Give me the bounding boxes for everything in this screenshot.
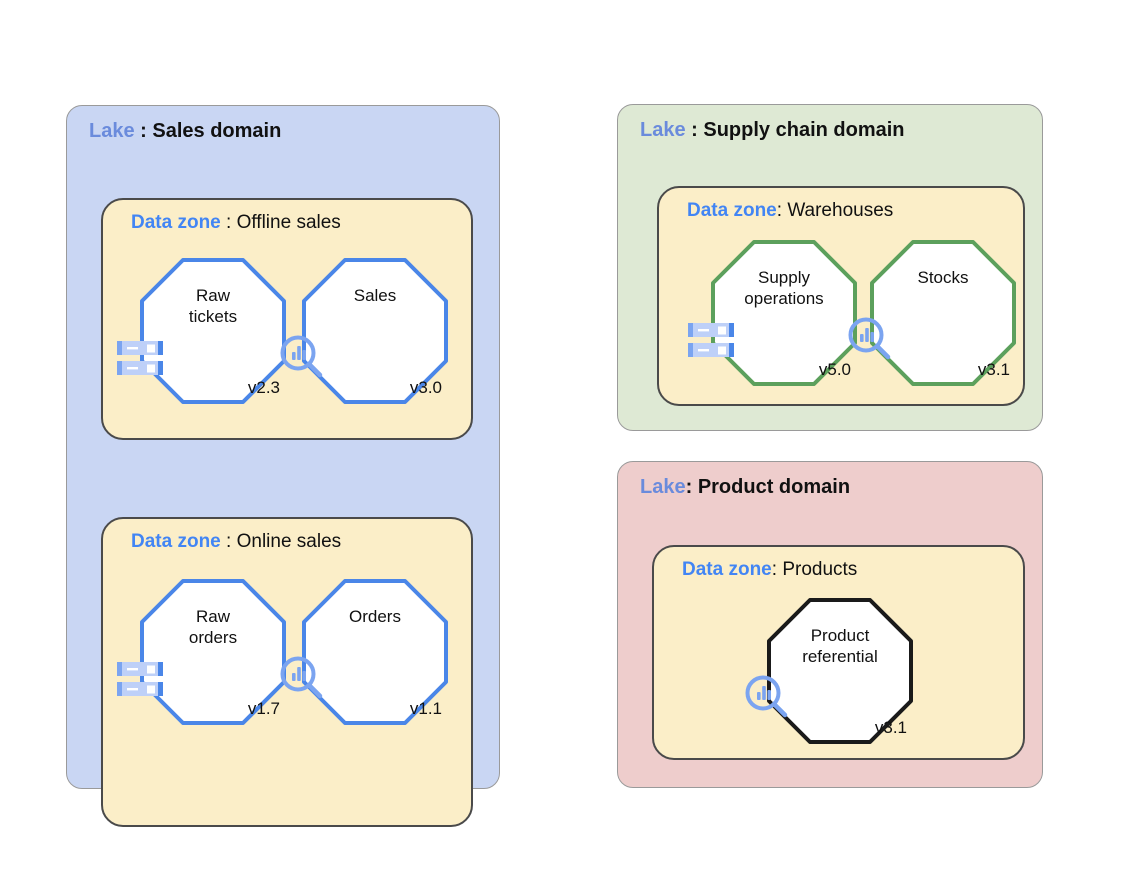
lake-sales-domain: Lake : Sales domain Data zone : Offline … <box>66 105 500 827</box>
zone-name: Offline sales <box>236 212 341 233</box>
zone-keyword: Data zone <box>682 559 772 580</box>
node-version: v5.0 <box>818 360 851 379</box>
octagon-shape <box>140 258 286 404</box>
octagon-shape <box>302 579 448 725</box>
data-analytics-icon <box>848 317 891 360</box>
zone-name: Warehouses <box>787 200 894 221</box>
zone-keyword: Data zone <box>131 531 221 552</box>
lake-name: Supply chain domain <box>703 119 905 141</box>
zone-title-warehouses: Data zone: Warehouses <box>687 200 893 222</box>
lake-name: Product domain <box>697 476 851 498</box>
node-raw-tickets[interactable]: Raw tickets v2.3 <box>117 258 286 404</box>
node-version: v3.1 <box>874 718 907 737</box>
node-raw-orders[interactable]: Raw orders v1.7 <box>117 579 286 725</box>
zone-title-offline-sales: Data zone : Offline sales <box>131 212 341 234</box>
lake-title-supply-chain: Lake : Supply chain domain <box>640 119 905 142</box>
data-zone-online-sales: Data zone : Online sales Raw orders <box>101 517 473 827</box>
zone-title-products: Data zone: Products <box>682 559 857 581</box>
octagon-shape <box>302 258 448 404</box>
node-supply-operations[interactable]: Supply operations v5.0 <box>688 240 857 386</box>
zone-keyword: Data zone <box>131 212 221 233</box>
node-product-referential[interactable]: Product referential v3.1 <box>745 598 913 744</box>
node-sales[interactable]: Sales v3.0 <box>280 258 448 404</box>
data-analytics-icon <box>280 656 323 699</box>
lake-keyword: Lake <box>640 476 686 498</box>
zone-name: Products <box>782 559 858 580</box>
database-icon <box>117 341 163 375</box>
lake-separator: : <box>685 476 698 498</box>
octagon-shape <box>870 240 1016 386</box>
data-zone-offline-sales: Data zone : Offline sales Raw tickets <box>101 198 473 440</box>
lake-title-product: Lake: Product domain <box>640 476 850 499</box>
lake-separator: : <box>685 119 704 141</box>
node-label: Raw orders <box>188 607 238 647</box>
octagon-shape <box>711 240 857 386</box>
lake-keyword: Lake <box>640 119 686 141</box>
octagon-shape <box>140 579 286 725</box>
node-label: Stocks <box>917 268 969 287</box>
octagon-shape <box>767 598 913 744</box>
node-version: v2.3 <box>247 378 280 397</box>
lake-separator: : <box>134 120 153 142</box>
lake-supply-chain-domain: Lake : Supply chain domain Data zone: Wa… <box>617 104 1043 431</box>
node-orders[interactable]: Orders v1.1 <box>280 579 448 725</box>
node-stocks[interactable]: Stocks v3.1 <box>848 240 1016 386</box>
data-zone-warehouses: Data zone: Warehouses Supply operations <box>657 186 1025 406</box>
lake-name: Sales domain <box>152 120 282 142</box>
node-label: Product referential <box>802 626 878 666</box>
zone-separator: : <box>776 200 788 221</box>
zone-separator: : <box>771 559 783 580</box>
lake-product-domain: Lake: Product domain Data zone: Products… <box>617 461 1043 788</box>
node-version: v1.1 <box>409 699 442 718</box>
node-version: v3.1 <box>977 360 1010 379</box>
database-icon <box>117 662 163 696</box>
node-label: Raw tickets <box>188 286 238 326</box>
data-analytics-icon <box>745 675 788 718</box>
node-version: v3.0 <box>409 378 442 397</box>
node-label: Sales <box>353 286 397 305</box>
zone-separator: : <box>220 531 237 552</box>
zone-separator: : <box>220 212 237 233</box>
zone-title-online-sales: Data zone : Online sales <box>131 531 341 553</box>
node-label: Supply operations <box>744 268 824 308</box>
lake-title-sales: Lake : Sales domain <box>89 120 281 143</box>
data-analytics-icon <box>280 335 323 378</box>
zone-name: Online sales <box>236 531 342 552</box>
data-zone-products: Data zone: Products Product referential … <box>652 545 1025 760</box>
node-version: v1.7 <box>247 699 280 718</box>
zone-keyword: Data zone <box>687 200 777 221</box>
database-icon <box>688 323 734 357</box>
lake-keyword: Lake <box>89 120 135 142</box>
node-label: Orders <box>349 607 401 626</box>
